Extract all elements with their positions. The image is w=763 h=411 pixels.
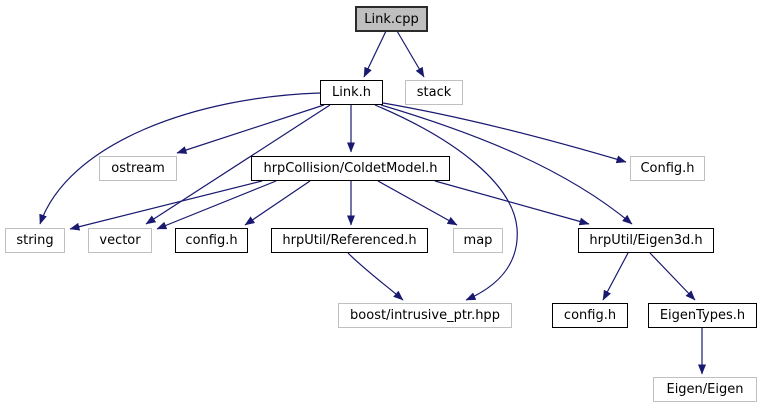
node-boost: boost/intrusive_ptr.hpp <box>338 303 512 328</box>
edge-link-h-to-config-h-top <box>382 102 627 164</box>
edge-eigen3d-to-config-h-2 <box>602 252 629 301</box>
node-config-h-2[interactable]: config.h <box>552 303 628 328</box>
edge-link-h-to-boost <box>374 104 518 301</box>
node-eigen3d[interactable]: hrpUtil/Eigen3d.h <box>578 228 714 253</box>
node-string: string <box>5 228 65 253</box>
edge-referenced-to-boost <box>347 252 404 301</box>
node-config-h-top: Config.h <box>630 156 705 181</box>
edge-link-h-to-ostream <box>176 104 325 154</box>
node-map: map <box>453 228 503 253</box>
node-coldetmodel[interactable]: hrpCollision/ColdetModel.h <box>251 156 450 181</box>
edge-link-h-to-eigen3d <box>380 104 633 225</box>
node-eigentypes[interactable]: EigenTypes.h <box>648 303 757 328</box>
edge-coldetmodel-to-config-h-1 <box>244 180 311 226</box>
edge-eigen3d-to-eigentypes <box>649 252 696 301</box>
node-eigen-eigen: Eigen/Eigen <box>653 377 757 402</box>
node-ostream: ostream <box>99 156 177 181</box>
edge-coldetmodel-to-map <box>377 180 458 226</box>
edge-link-h-to-vector <box>145 104 331 225</box>
node-stack: stack <box>405 80 463 105</box>
edge-coldetmodel-to-vector <box>156 180 277 230</box>
edge-link-cpp-to-stack <box>396 30 425 78</box>
node-vector: vector <box>88 228 152 253</box>
edge-coldetmodel-to-string <box>69 180 263 231</box>
edge-link-cpp-to-link-h <box>363 30 387 78</box>
edge-link-h-to-string <box>39 92 321 225</box>
node-link-h[interactable]: Link.h <box>320 80 383 105</box>
node-referenced[interactable]: hrpUtil/Referenced.h <box>271 228 428 253</box>
node-link-cpp: Link.cpp <box>355 6 428 32</box>
edge-coldetmodel-to-eigen3d <box>434 180 590 226</box>
node-config-h-1[interactable]: config.h <box>175 228 248 253</box>
